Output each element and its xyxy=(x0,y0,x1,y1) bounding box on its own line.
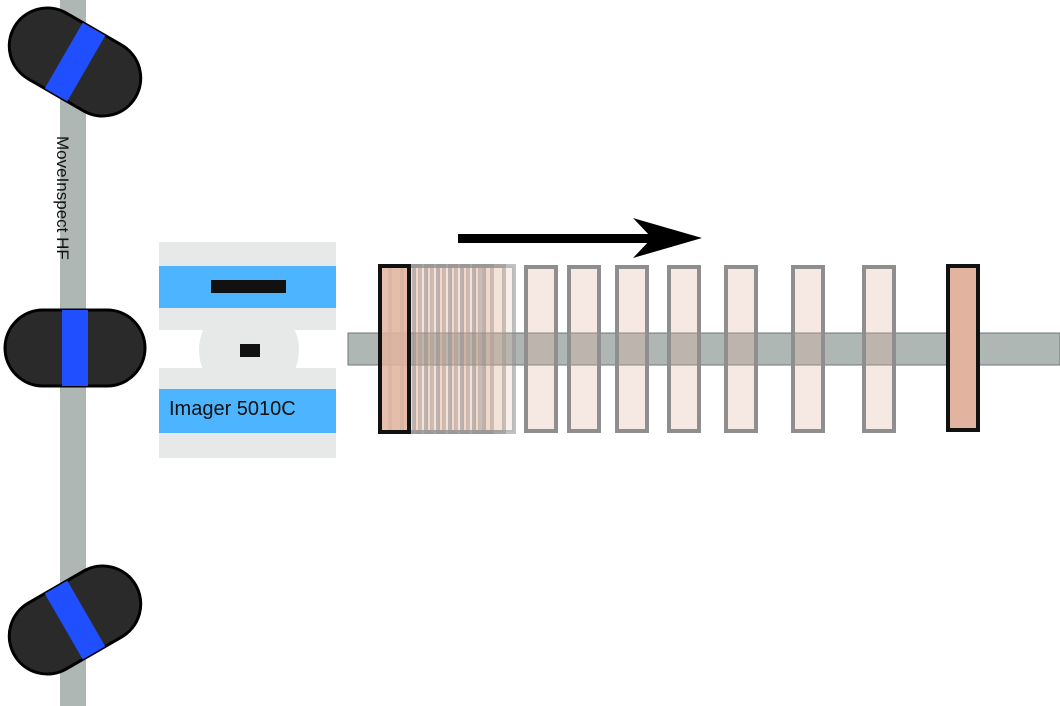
imager-source-dot xyxy=(240,344,260,357)
specimen-end xyxy=(946,264,980,432)
camera-top-icon xyxy=(7,6,143,118)
specimen-ghost xyxy=(524,265,558,433)
specimen-ghost xyxy=(724,265,758,433)
specimen-ghost xyxy=(615,265,649,433)
imager-slot xyxy=(211,280,286,293)
rail-label: MoveInspect HF xyxy=(53,136,72,260)
arrow-right-icon xyxy=(458,218,702,258)
specimen-ghost-positions xyxy=(388,264,896,434)
specimen-ghost xyxy=(667,265,701,433)
camera-bottom-icon xyxy=(7,564,143,676)
specimen-ghost xyxy=(567,265,601,433)
specimen-ghost xyxy=(472,264,506,434)
imager-unit xyxy=(159,242,336,458)
specimen-ghost xyxy=(482,264,516,434)
imager-band-bottom xyxy=(159,389,336,433)
imager-label: Imager 5010C xyxy=(169,398,296,420)
specimen-start xyxy=(378,264,411,434)
specimen-ghost xyxy=(791,265,825,433)
camera-middle-icon xyxy=(3,308,147,388)
specimen-ghost xyxy=(862,265,896,433)
